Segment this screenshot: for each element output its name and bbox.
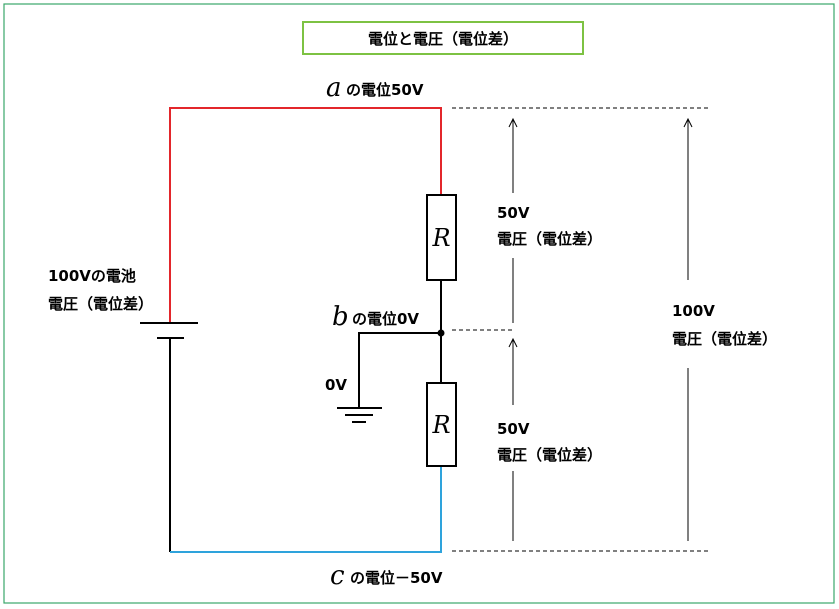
page-title: 電位と電圧（電位差） — [368, 30, 518, 48]
voltage-lower-text: 電圧（電位差） — [497, 446, 602, 464]
voltage-total-text: 電圧（電位差） — [672, 330, 777, 348]
node-a-letter: a — [326, 73, 342, 103]
resistor-lower-label: R — [431, 411, 450, 439]
ground-label: 0V — [325, 376, 347, 394]
battery-label-line2: 電圧（電位差） — [48, 295, 153, 313]
resistor-lower — [426, 382, 457, 467]
voltage-lower-value: 50V — [497, 420, 530, 438]
battery-label-line1: 100Vの電池 — [48, 267, 136, 285]
resistor-upper-label: R — [431, 224, 450, 252]
node-c-label: の電位－50V — [350, 569, 443, 587]
wire-bottom-blue — [170, 466, 442, 553]
wire-top-red — [169, 107, 442, 323]
arrow-upper-head — [508, 117, 518, 128]
node-b-label: の電位0V — [352, 310, 419, 328]
arrow-lower-head — [508, 337, 518, 348]
voltage-upper-text: 電圧（電位差） — [497, 230, 602, 248]
resistor-upper — [426, 194, 457, 281]
voltage-upper-value: 50V — [497, 204, 530, 222]
junction-dot — [437, 329, 445, 337]
outer-frame — [3, 3, 835, 604]
arrow-total-head — [683, 117, 693, 128]
voltage-total-value: 100V — [672, 302, 715, 320]
title-box — [302, 21, 584, 55]
node-b-letter: b — [332, 302, 349, 332]
wire-to-ground — [358, 332, 441, 407]
node-c-letter: c — [330, 561, 345, 591]
node-a-label: の電位50V — [346, 81, 424, 99]
